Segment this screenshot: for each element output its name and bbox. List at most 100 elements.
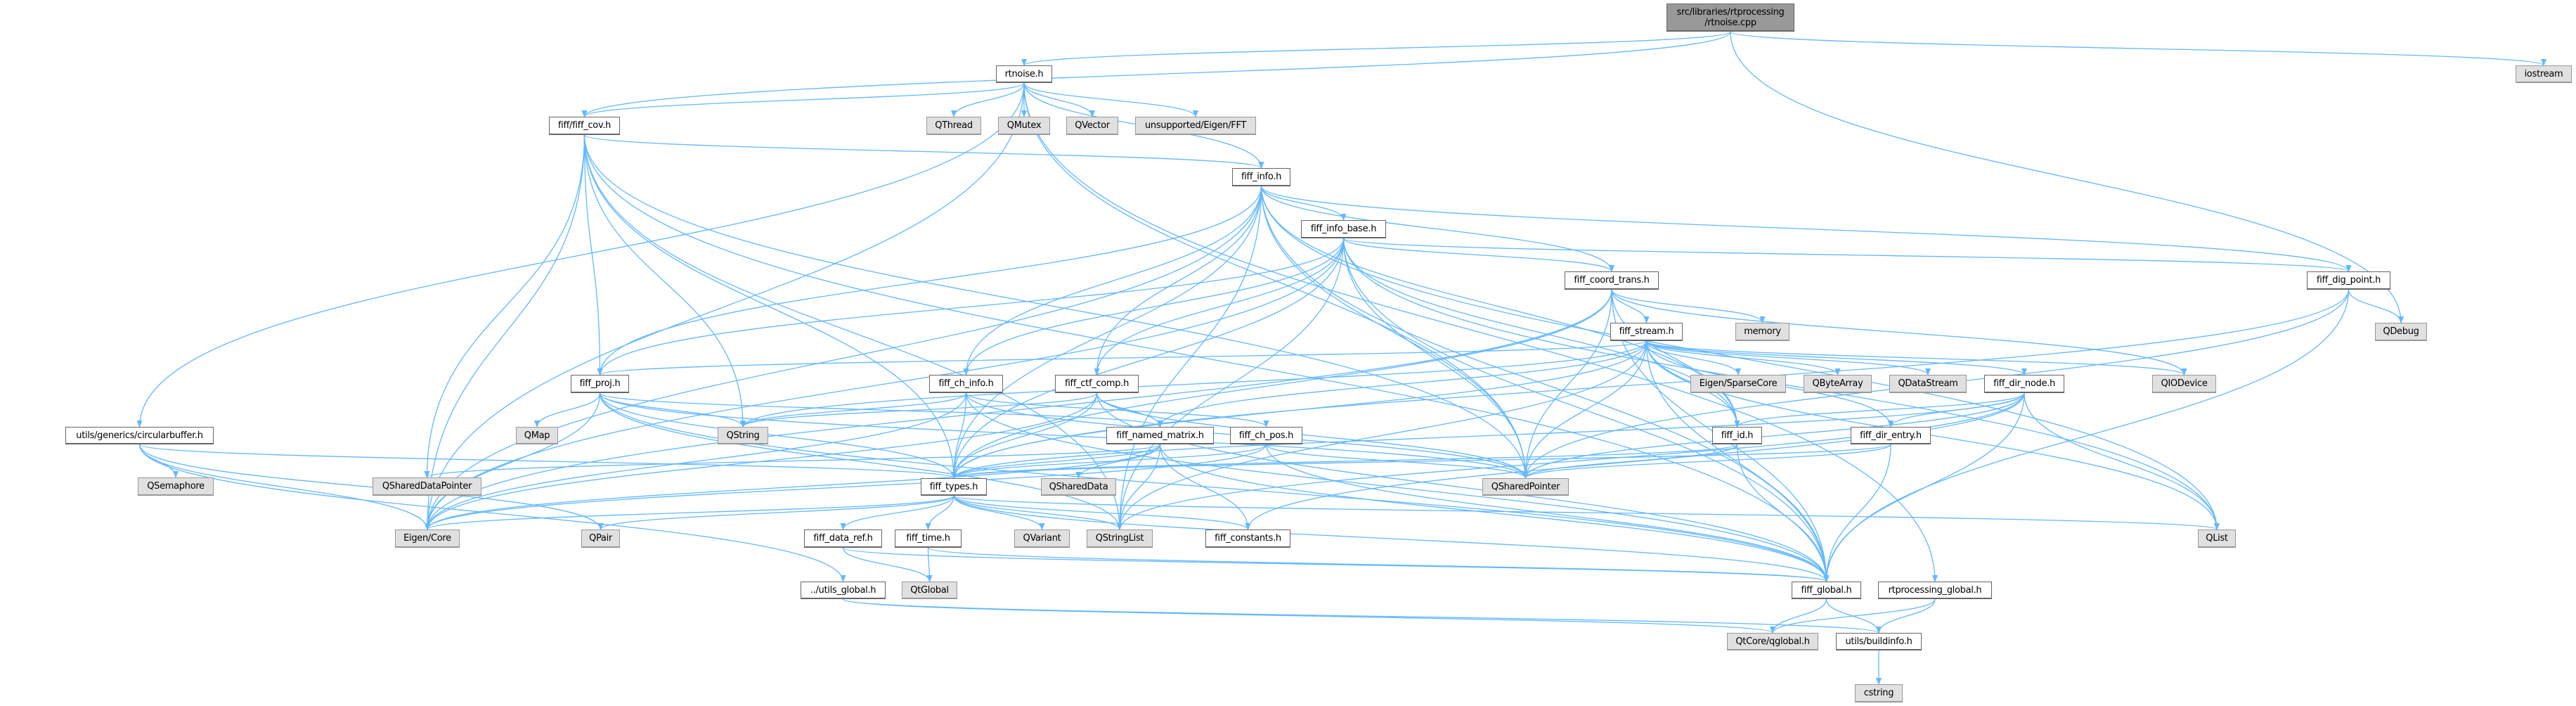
node-fiff-cov-h[interactable]: fiff/fiff_cov.h (549, 117, 620, 135)
edge-fiff_info_base-to-fiff_types (951, 238, 1345, 479)
edge-fiff_info-to-fiff_coord_trans (1260, 186, 1614, 272)
node-fiff-ch-pos-h[interactable]: fiff_ch_pos.h (1230, 427, 1302, 444)
node-qstring: QString (718, 427, 768, 444)
edge-fiff_named_matrix-to-qshareddata (1075, 444, 1161, 479)
edge-fiff_stream-to-qlist (1645, 340, 2220, 530)
edge-fiff_coord_trans-to-qiodevice (1611, 289, 2187, 376)
edge-fiff_dir_node-to-fiff_constants (1245, 392, 2025, 530)
node-eigen-core: Eigen/Core (395, 530, 460, 548)
edge-fiff_proj-to-qmap (534, 392, 601, 428)
edge-fiff_id-to-fiff_types (951, 444, 1738, 479)
edge-fiff_stream-to-sparsecore (1645, 340, 1741, 376)
edge-fiff_info-to-eigen_core (425, 186, 1262, 530)
edge-fiff_info-to-fiff_global (1260, 186, 1830, 582)
edge-fiff_ch_info-to-fiff_types (951, 392, 967, 479)
node-qdatastream: QDataStream (1889, 375, 1967, 393)
edge-fiff_info_base-to-eigen_core (425, 238, 1345, 530)
node-fiff-info-h[interactable]: fiff_info.h (1232, 168, 1290, 186)
node-qdebug: QDebug (2375, 323, 2427, 341)
edge-fiff_data_ref-to-fiff_global (842, 547, 1829, 582)
node-fiff-types-h[interactable]: fiff_types.h (921, 478, 987, 496)
edge-fiff_coord_trans-to-memory (1611, 289, 1766, 323)
edge-fiff_cov-to-fiff_proj (583, 134, 603, 376)
edge-fiff_ch_pos-to-fiff_types (951, 444, 1267, 479)
edge-fiff_cov-to-qstringlist (583, 134, 1122, 530)
edge-fiff_ch_pos-to-fiff_global (1265, 444, 1830, 582)
node-qiodevice: QIODevice (2152, 375, 2216, 393)
node-fiff-dig-point-h[interactable]: fiff_dig_point.h (2307, 271, 2390, 290)
node-rtnoise-h[interactable]: rtnoise.h (996, 65, 1052, 83)
edge-fiff_cov-to-qstring (583, 134, 746, 428)
edge-fiff_stream-to-fiff_dir_node (1645, 340, 2027, 376)
edge-fiff_stream-to-qdatastream (1645, 340, 1931, 376)
edge-fiff_types-to-fiff_time (925, 495, 954, 530)
edge-fiff_time-to-fiff_global (927, 547, 1830, 582)
edge-fiff_dig_point-to-qdebug (2348, 289, 2404, 323)
edge-rtnoise_h-to-qvector (1023, 82, 1095, 117)
edge-rtnoise_h-to-rtproc_global (1023, 82, 1938, 582)
node-fiff-coord-trans-h[interactable]: fiff_coord_trans.h (1565, 271, 1659, 290)
node-fiff-constants-h[interactable]: fiff_constants.h (1205, 530, 1290, 548)
edge-fiff_info-to-fiff_proj (597, 186, 1262, 376)
node-utils-buildinfo-h[interactable]: utils/buildinfo.h (1836, 633, 1922, 650)
edge-fiff_info-to-fiff_types (951, 186, 1262, 479)
edge-fiff_ctf_comp-to-fiff_global (1096, 392, 1830, 582)
edge-rtnoise_h-to-circbuf (136, 82, 1025, 428)
edge-fiff_stream-to-fiff_global (1645, 340, 1830, 582)
node-fiff-named-matrix-h[interactable]: fiff_named_matrix.h (1106, 427, 1214, 444)
edge-fiff_proj-to-qstringlist (599, 392, 1122, 530)
edge-rtnoise_h-to-qthread (951, 82, 1025, 117)
edge-fiff_dir_node-to-qlist (2024, 392, 2220, 530)
edge-root-to-rtnoise_h (1021, 31, 1731, 66)
edge-fiff_info-to-fiff_dig_point (1260, 186, 2352, 272)
node-rtprocessing-global-h[interactable]: rtprocessing_global.h (1878, 582, 1992, 599)
node-cstring: cstring (1855, 684, 1903, 702)
node-qtcore-qglobal: QtCore/qglobal.h (1727, 633, 1818, 650)
node-label-line2: /rtnoise.cpp (1704, 17, 1756, 28)
edge-fiff_dir_entry-to-fiff_global (1823, 444, 1891, 582)
edge-fiff_info-to-fiff_ch_info (963, 186, 1262, 376)
node-fiff-ch-info-h[interactable]: fiff_ch_info.h (929, 375, 1003, 393)
node-qshareddatapointer: QSharedDataPointer (373, 477, 481, 496)
edge-root-to-fiff_cov (581, 31, 1731, 117)
edge-fiff_types-to-qstringlist (953, 495, 1122, 530)
edge-fiff_cov-to-qshareddatapointer (424, 134, 585, 478)
edge-fiff_types-to-fiff_constants (953, 495, 1251, 530)
node-rtnoise-cpp[interactable]: src/libraries/rtprocessing /rtnoise.cpp (1666, 4, 1794, 32)
edge-fiff_cov-to-fiff_info (583, 134, 1264, 169)
edge-fiff_stream-to-qstringlist (1117, 340, 1648, 530)
node-fiff-stream-h[interactable]: fiff_stream.h (1610, 323, 1683, 341)
edge-fiff_ctf_comp-to-fiff_types (951, 392, 1098, 479)
edge-fiff_coord_trans-to-eigen_core (425, 289, 1612, 530)
node-utils-global-h[interactable]: ../utils_global.h (801, 582, 886, 599)
edge-fiff_ch_info-to-fiff_global (965, 392, 1830, 582)
edge-fiff_proj-to-fiff_named_matrix (599, 392, 1163, 428)
edge-fiff_stream-to-qsharedpointer (1522, 340, 1648, 479)
node-qmutex: QMutex (998, 117, 1050, 135)
node-fiff-time-h[interactable]: fiff_time.h (895, 530, 962, 548)
node-qlist: QList (2198, 530, 2236, 548)
edge-fiff_cov-to-eigen_core (425, 134, 585, 530)
edge-fiff_types-to-qpair (597, 495, 954, 530)
node-circularbuffer-h[interactable]: utils/generics/circularbuffer.h (65, 427, 214, 444)
edge-fiff_info_base-to-fiff_ctf_comp (1094, 238, 1345, 376)
node-fiff-dir-entry-h[interactable]: fiff_dir_entry.h (1851, 427, 1931, 444)
node-fiff-global-h[interactable]: fiff_global.h (1792, 582, 1861, 599)
edge-fiff_stream-to-qbytearray (1645, 340, 1841, 376)
edge-utils_global-to-qglobal (842, 598, 1775, 634)
edge-fiff_dir_entry-to-qsharedpointer (1522, 444, 1891, 479)
edge-fiff_types-to-qvariant (953, 495, 1045, 530)
node-fiff-id-h[interactable]: fiff_id.h (1712, 427, 1762, 444)
node-qsharedpointer: QSharedPointer (1482, 478, 1569, 496)
node-qmap: QMap (516, 427, 558, 444)
node-fiff-dir-node-h[interactable]: fiff_dir_node.h (1984, 375, 2064, 393)
edge-fiff_dir_node-to-qstringlist (1117, 392, 2025, 530)
edge-fiff_dig_point-to-fiff_types (951, 289, 2350, 479)
node-fiff-ctf-comp-h[interactable]: fiff_ctf_comp.h (1055, 375, 1139, 393)
edge-root-to-iostream (1730, 31, 2546, 66)
node-fiff-info-base-h[interactable]: fiff_info_base.h (1301, 220, 1386, 238)
node-fiff-proj-h[interactable]: fiff_proj.h (571, 375, 629, 393)
node-qvector: QVector (1066, 117, 1118, 135)
node-fiff-data-ref-h[interactable]: fiff_data_ref.h (804, 530, 882, 548)
edge-fiff_ch_pos-to-eigen_core (425, 444, 1267, 530)
